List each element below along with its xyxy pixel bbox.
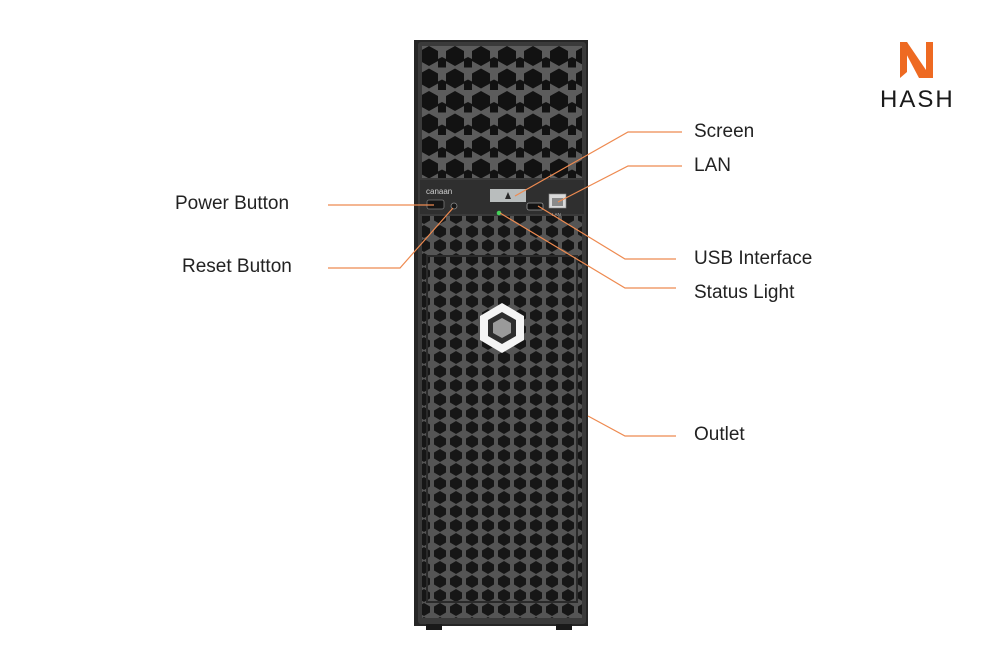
leader-outlet xyxy=(587,415,676,437)
n-bolt-icon xyxy=(900,42,933,78)
callout-outlet: Outlet xyxy=(694,424,745,445)
brand-logo-hash: HASH xyxy=(880,86,955,113)
device-foot-right xyxy=(556,624,572,630)
leader-lan xyxy=(557,165,682,203)
callout-power-button: Power Button xyxy=(175,193,290,214)
usb-interface[interactable] xyxy=(526,202,544,211)
leader-reset-button xyxy=(328,207,454,269)
inner-frame xyxy=(426,255,578,603)
callout-usb-interface: USB Interface xyxy=(694,248,813,269)
callout-screen: Screen xyxy=(694,121,755,142)
callout-lan: LAN xyxy=(694,155,731,176)
lan-port-caption: LAN xyxy=(552,212,561,217)
brand-logo-text: canaan xyxy=(426,187,452,196)
leader-status-light xyxy=(499,212,676,289)
miner-device: canaan LAN xyxy=(414,40,588,630)
hexagon-cube-icon xyxy=(480,303,524,353)
upper-grille xyxy=(422,46,582,178)
callout-status-light: Status Light xyxy=(694,282,795,303)
leader-lines xyxy=(328,131,682,437)
lower-grille xyxy=(422,216,582,618)
screen-logo-icon xyxy=(505,192,511,199)
lan-port-socket xyxy=(552,198,563,206)
reset-button[interactable] xyxy=(450,202,458,210)
leader-usb-interface xyxy=(537,205,676,260)
leader-screen xyxy=(514,131,682,197)
status-light xyxy=(496,210,502,216)
device-foot-left xyxy=(426,624,442,630)
callout-reset-button: Reset Button xyxy=(182,256,292,277)
